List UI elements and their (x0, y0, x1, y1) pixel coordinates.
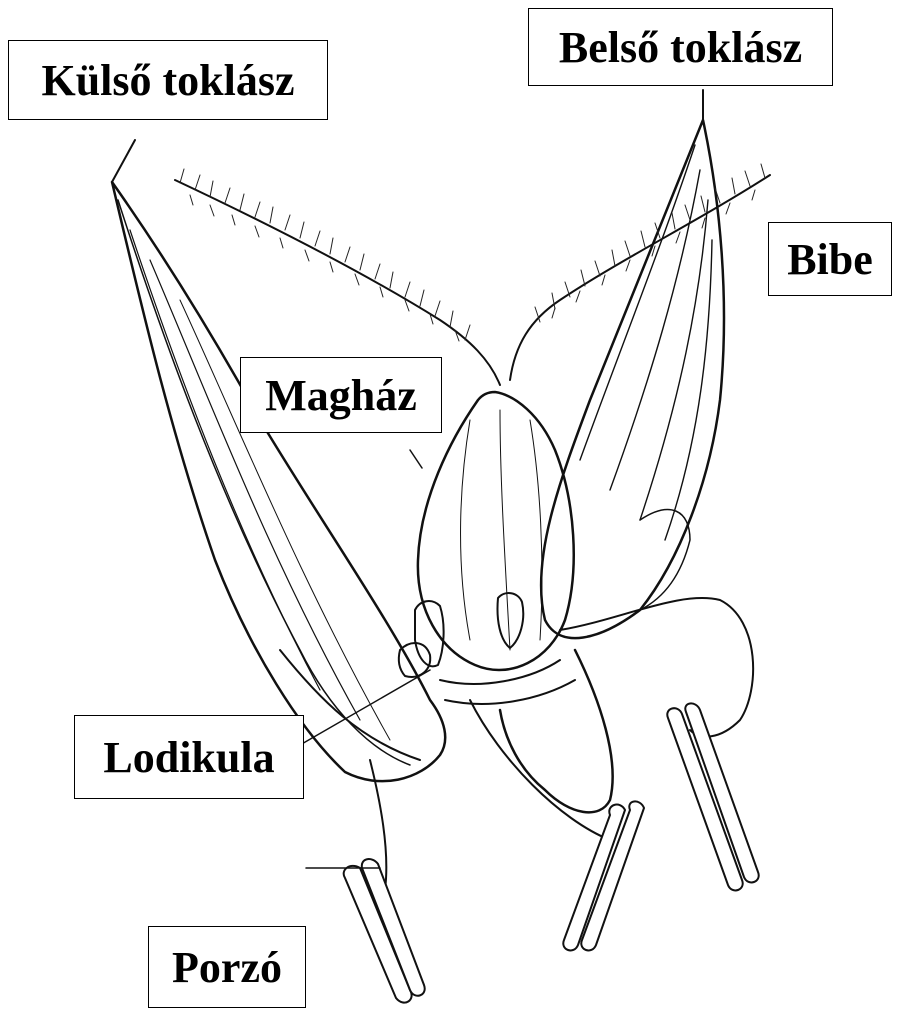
stigma-drawing (175, 164, 770, 385)
outer-glume-drawing (112, 140, 445, 781)
stamen-label: Porzó (148, 926, 306, 1008)
stigma-label: Bibe (768, 222, 892, 296)
anthers-drawing (306, 703, 759, 1002)
filaments-drawing (370, 510, 753, 890)
lodicule-label: Lodikula (74, 715, 304, 799)
lodicule-drawing (300, 593, 575, 745)
inner-glume-drawing (541, 90, 724, 638)
inner-glume-label: Belső toklász (528, 8, 833, 86)
outer-glume-label: Külső toklász (8, 40, 328, 120)
ovary-label: Magház (240, 357, 442, 433)
